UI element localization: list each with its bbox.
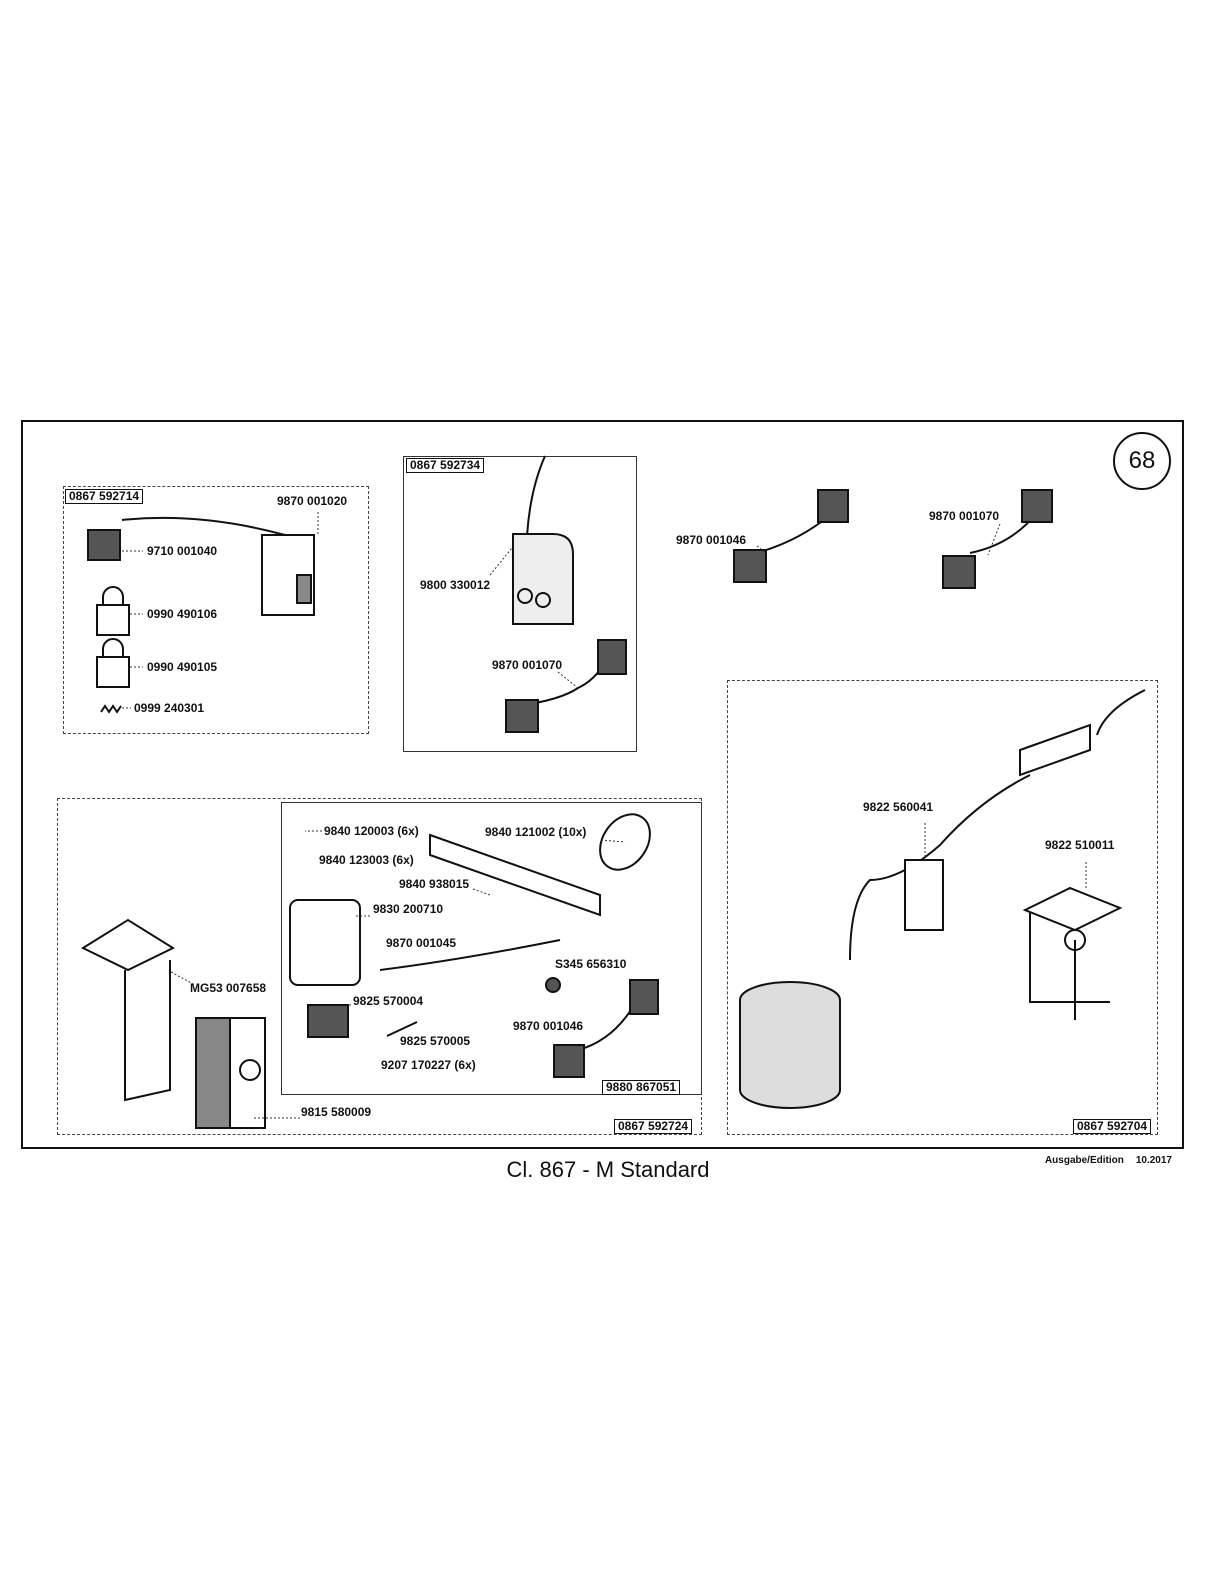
edition-date: 10.2017 [1135, 1155, 1172, 1166]
group-id-box: 9880 867051 [602, 1080, 681, 1095]
part-ref: 9207 170227 (6x) [381, 1058, 476, 1072]
part-ref: 9870 001020 [277, 494, 348, 508]
part-ref: 9840 938015 [399, 877, 470, 891]
document-title: Cl. 867 - M Standard [506, 1157, 710, 1182]
edition-info: Ausgabe/Edition 10.2017 [1045, 1155, 1172, 1166]
part-ref: 9830 200710 [373, 902, 444, 916]
part-ref: 9800 330012 [420, 578, 491, 592]
part-ref: 9870 001046 [513, 1019, 584, 1033]
part-ref: 9825 570005 [400, 1034, 471, 1048]
part-ref: 9822 510011 [1045, 838, 1115, 852]
part-ref: 9870 001070 [492, 658, 563, 672]
part-ref: S345 656310 [555, 957, 627, 971]
group-frame-9880-867051 [281, 802, 702, 1095]
group-frame-0867-592734 [403, 456, 637, 752]
page-number: 68 [1113, 432, 1171, 490]
group-id-box: 0867 592724 [614, 1119, 693, 1134]
part-ref: MG53 007658 [190, 981, 267, 995]
part-ref: 9870 001046 [676, 533, 747, 547]
group-id-box: 0867 592734 [406, 458, 485, 473]
part-ref: 9840 121002 (10x) [485, 825, 587, 839]
part-ref: 9710 001040 [147, 544, 218, 558]
part-ref: 9815 580009 [301, 1105, 372, 1119]
part-ref: 0990 490106 [147, 607, 218, 621]
part-ref: 9840 123003 (6x) [319, 853, 414, 867]
part-ref: 0990 490105 [147, 660, 218, 674]
group-frame-0867-592704 [727, 680, 1158, 1135]
part-ref: 9870 001045 [386, 936, 457, 950]
part-ref: 0999 240301 [134, 701, 205, 715]
diagram-frame [21, 420, 1184, 1149]
group-id-box: 0867 592714 [65, 489, 144, 504]
group-frame-0867-592714 [63, 486, 369, 734]
part-ref: 9870 001070 [929, 509, 1000, 523]
part-ref: 9825 570004 [353, 994, 424, 1008]
group-id-box: 0867 592704 [1073, 1119, 1152, 1134]
part-ref: 9840 120003 (6x) [324, 824, 419, 838]
edition-label: Ausgabe/Edition [1044, 1155, 1124, 1166]
part-ref: 9822 560041 [863, 800, 934, 814]
